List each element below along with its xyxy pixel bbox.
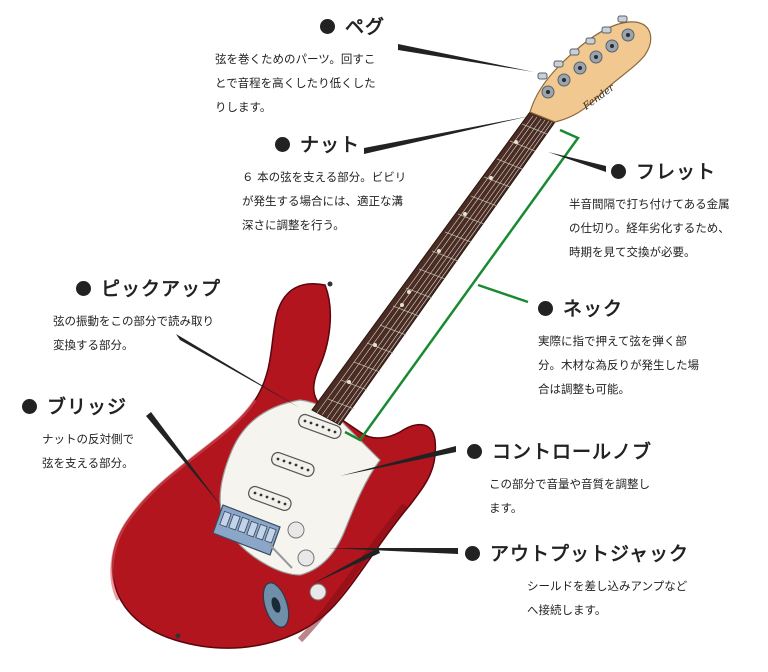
bullet-icon xyxy=(611,164,626,179)
label-bridge: ブリッジ ナットの反対側で 弦を支える部分。 xyxy=(22,392,134,475)
bullet-icon xyxy=(465,546,480,561)
bullet-icon xyxy=(467,444,482,459)
knobs-graphic xyxy=(269,521,327,601)
bridge-title: ブリッジ xyxy=(47,396,128,418)
neck-description: 実際に指で押えて弦を弾く部 分。木材な為反りが発生した場 合は調整も可能。 xyxy=(538,334,699,396)
label-pickup: ピックアップ 弦の振動をこの部分で読み取り 変換する部分。 xyxy=(53,274,222,357)
fret-description: 半音間隔で打ち付けてある金属 の仕切り。経年劣化するため、 時期を見て交換が必要… xyxy=(569,197,730,259)
neck-graphic xyxy=(311,111,556,426)
bullet-icon xyxy=(275,137,290,152)
label-neck: ネック 実際に指で押えて弦を弾く部 分。木材な為反りが発生した場 合は調整も可能… xyxy=(538,294,699,401)
label-knob: コントロールノブ この部分で音量や音質を調整し ます。 xyxy=(467,437,652,520)
bullet-icon xyxy=(22,399,37,414)
pickup-title: ピックアップ xyxy=(101,278,222,300)
bridge-graphic xyxy=(212,504,281,556)
knob-title: コントロールノブ xyxy=(492,441,653,463)
peg-description: 弦を巻くためのパーツ。回すこ とで音程を高くしたり低くした りします。 xyxy=(215,52,376,114)
nut-title: ナット xyxy=(300,134,361,156)
neck-title: ネック xyxy=(563,298,624,320)
bullet-icon xyxy=(538,301,553,316)
jack-graphic xyxy=(262,582,290,628)
bridge-description: ナットの反対側で 弦を支える部分。 xyxy=(42,432,134,470)
label-jack: アウトプットジャック シールドを差し込みアンプなど へ接続します。 xyxy=(465,539,689,622)
label-fret: フレット 半音間隔で打ち付けてある金属 の仕切り。経年劣化するため、 時期を見て… xyxy=(569,157,730,264)
knob-description: この部分で音量や音質を調整し ます。 xyxy=(489,477,650,515)
jack-description: シールドを差し込みアンプなど へ接続します。 xyxy=(527,579,688,617)
leader-lines xyxy=(146,44,606,584)
neck-bracket xyxy=(344,128,580,442)
pickup-description: 弦の振動をこの部分で読み取り 変換する部分。 xyxy=(53,314,214,352)
bullet-icon xyxy=(320,19,335,34)
bullet-icon xyxy=(76,281,91,296)
nut-description: ６ 本の弦を支える部分。ビビリ が発生する場合には、適正な溝 深さに調整を行う。 xyxy=(242,170,407,232)
label-nut: ナット ６ 本の弦を支える部分。ビビリ が発生する場合には、適正な溝 深さに調整… xyxy=(242,130,406,237)
pickups-graphic xyxy=(248,413,342,512)
label-peg: ペグ 弦を巻くためのパーツ。回すこ とで音程を高くしたり低くした りします。 xyxy=(215,12,386,119)
peg-title: ペグ xyxy=(345,16,386,38)
jack-title: アウトプットジャック xyxy=(490,543,690,565)
headstock-graphic: Fender xyxy=(529,15,652,123)
fret-title: フレット xyxy=(636,161,717,183)
